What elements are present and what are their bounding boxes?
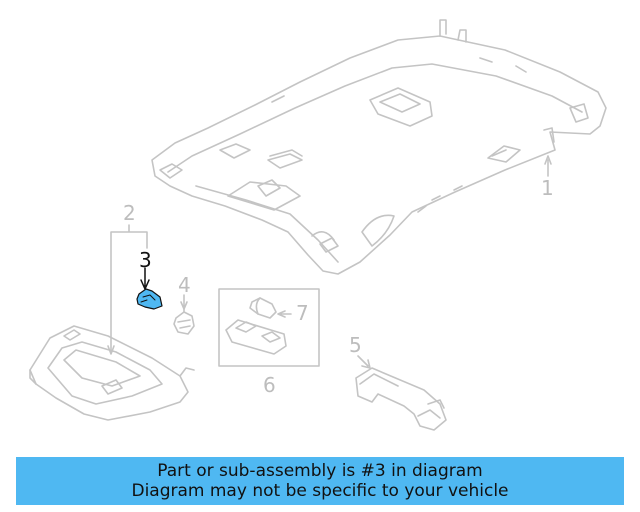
leader-arrow-5 xyxy=(357,355,371,369)
map-lamp-part xyxy=(218,288,320,367)
banner-line-part-number: Part or sub-assembly is #3 in diagram xyxy=(157,461,483,481)
leader-bracket-2 xyxy=(110,224,148,353)
leader-line-1 xyxy=(544,155,552,177)
assist-grip-part xyxy=(355,367,447,431)
info-banner: Part or sub-assembly is #3 in diagram Di… xyxy=(16,457,624,505)
leader-arrow-4 xyxy=(180,294,188,310)
sun-visor-part xyxy=(29,325,195,421)
callout-4[interactable]: 4 xyxy=(178,273,191,297)
visor-clip-part xyxy=(136,288,163,310)
retainer-clip-part xyxy=(173,307,195,335)
callout-7[interactable]: 7 xyxy=(296,301,309,325)
callout-3[interactable]: 3 xyxy=(139,248,152,272)
callout-5[interactable]: 5 xyxy=(349,333,362,357)
callout-6[interactable]: 6 xyxy=(263,373,276,397)
banner-line-disclaimer: Diagram may not be specific to your vehi… xyxy=(131,481,509,501)
callout-2[interactable]: 2 xyxy=(123,201,136,225)
callout-1[interactable]: 1 xyxy=(541,176,554,200)
bulb-part xyxy=(249,297,277,319)
headliner-part xyxy=(151,19,607,275)
leader-arrow-7 xyxy=(277,310,292,318)
